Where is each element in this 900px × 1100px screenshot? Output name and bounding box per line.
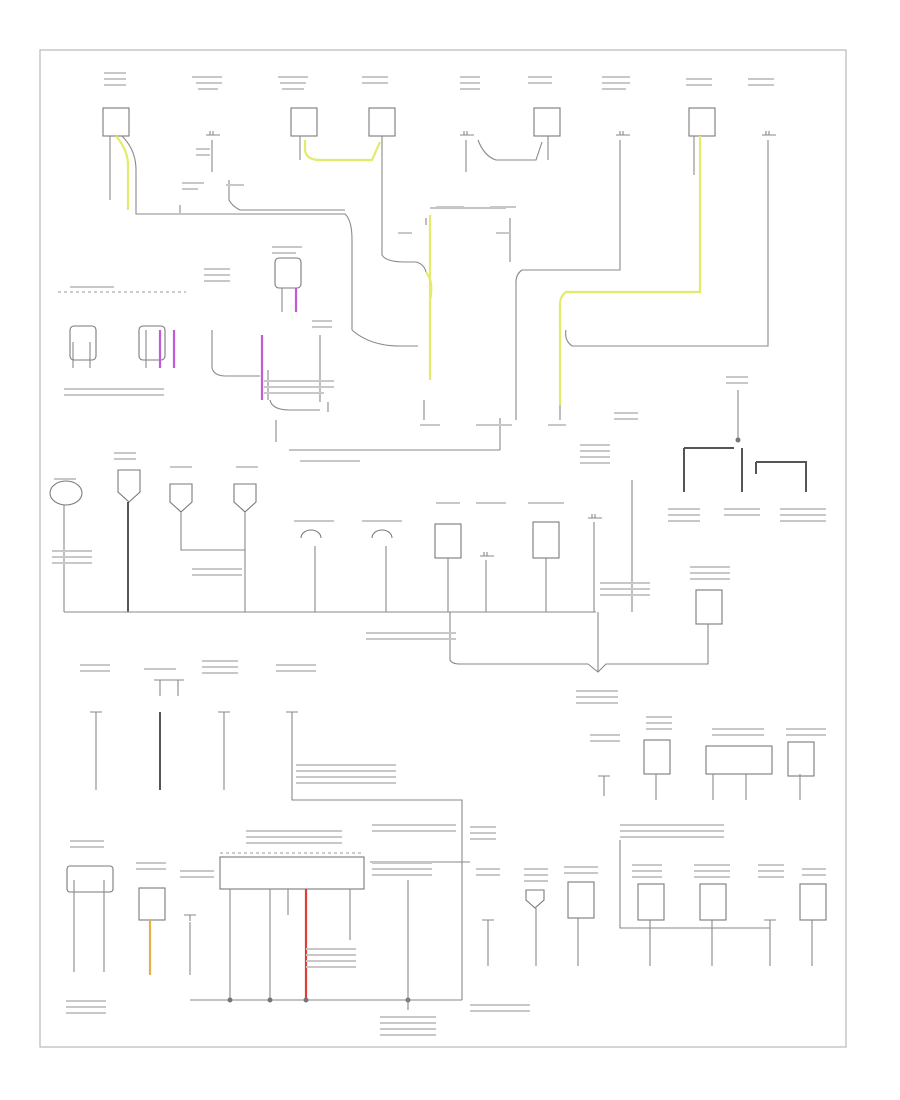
component-mid-4 bbox=[233, 483, 257, 513]
component-top-8 bbox=[688, 107, 716, 137]
switch-top-2 bbox=[206, 131, 220, 136]
component-top-6 bbox=[533, 107, 561, 137]
component-mid-5 bbox=[300, 529, 322, 539]
label-placeholders bbox=[52, 72, 826, 1036]
bottom-row-components bbox=[66, 852, 827, 921]
switch-top-9 bbox=[762, 131, 776, 136]
top-row-wiring bbox=[109, 135, 769, 347]
component-lower-right-3 bbox=[787, 741, 815, 777]
component-mid-2 bbox=[117, 469, 141, 503]
switch-top-7 bbox=[616, 131, 630, 136]
component-bottom-7 bbox=[799, 883, 827, 921]
component-left-a bbox=[69, 325, 97, 361]
middle-row-wiring bbox=[63, 502, 709, 673]
right-ground-tree bbox=[631, 390, 807, 540]
bottom-row-wiring bbox=[73, 840, 813, 1010]
component-bottom-harness bbox=[219, 856, 365, 890]
component-top-3 bbox=[290, 107, 318, 137]
center-splice-area bbox=[423, 207, 562, 420]
component-mid-10 bbox=[695, 589, 723, 625]
component-lower-right-2 bbox=[705, 745, 773, 775]
component-mid-7 bbox=[434, 523, 462, 559]
component-bottom-3 bbox=[525, 889, 545, 909]
middle-row-components bbox=[49, 469, 723, 625]
lower-middle-row bbox=[90, 679, 815, 1000]
component-mid-6 bbox=[371, 529, 393, 539]
component-bottom-6 bbox=[699, 883, 727, 921]
diagram-border bbox=[39, 49, 847, 1048]
component-bottom-1 bbox=[66, 865, 114, 893]
component-bottom-2 bbox=[138, 887, 166, 921]
component-bottom-5 bbox=[637, 883, 665, 921]
component-left-c bbox=[274, 257, 302, 289]
component-top-4 bbox=[368, 107, 396, 137]
left-ground-cluster bbox=[58, 257, 501, 451]
top-row-components bbox=[102, 107, 776, 137]
component-top-1 bbox=[102, 107, 130, 137]
switch-top-5 bbox=[460, 131, 474, 136]
component-mid-9 bbox=[532, 521, 560, 559]
component-lower-right-1 bbox=[643, 739, 671, 775]
component-bottom-4 bbox=[567, 881, 595, 919]
component-mid-1 bbox=[49, 480, 83, 506]
component-mid-3 bbox=[169, 483, 193, 513]
